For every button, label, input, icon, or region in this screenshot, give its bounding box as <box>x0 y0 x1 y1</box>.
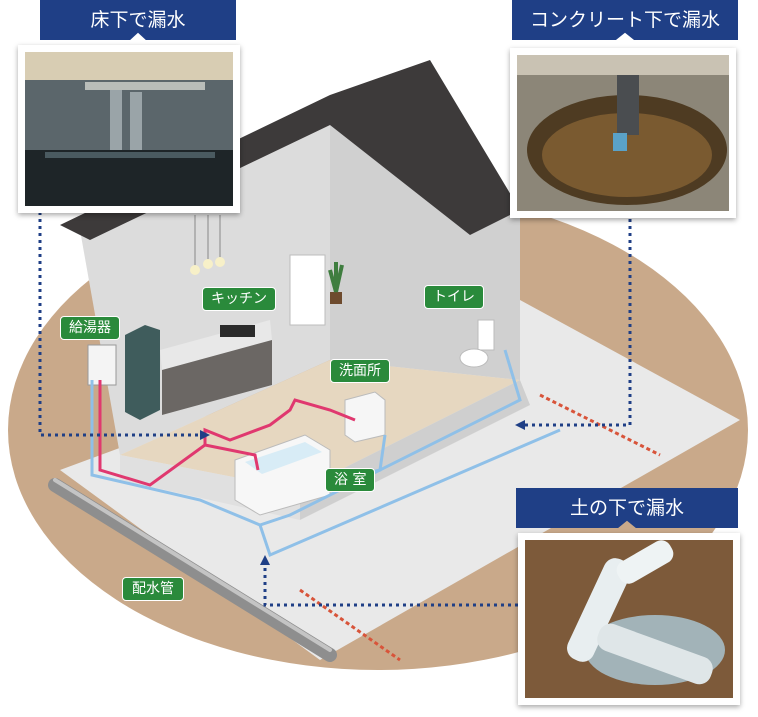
label-washroom: 洗面所 <box>330 359 390 383</box>
photo-concrete-leak <box>510 48 736 218</box>
buried-pipe-leak-photo <box>525 540 733 698</box>
refrigerator <box>125 325 160 420</box>
water-main-pipe <box>48 478 337 662</box>
crawlspace-water-photo <box>25 52 233 206</box>
label-water-main: 配水管 <box>122 577 184 601</box>
hot-water-pipe <box>98 380 356 487</box>
back-wall-right <box>330 110 520 380</box>
cold-water-pipe <box>258 428 561 558</box>
toilet <box>477 319 495 351</box>
callout-title-floor: 床下で漏水 <box>40 0 236 40</box>
label-kitchen: キッチン <box>202 287 276 311</box>
property-line <box>299 588 401 662</box>
leader-line-soil <box>263 565 518 607</box>
label-water-heater: 給湯器 <box>60 316 120 340</box>
photo-soil-leak <box>518 533 740 705</box>
water-heater-unit <box>87 344 117 386</box>
property-line <box>539 393 661 457</box>
hot-water-pipe <box>204 443 260 471</box>
house-floor <box>120 360 520 490</box>
ground-slab <box>60 300 740 660</box>
label-bathroom: 浴 室 <box>325 468 376 492</box>
window <box>289 254 326 326</box>
label-toilet: トイレ <box>424 285 484 309</box>
leader-line-concrete <box>525 212 632 427</box>
broken-concrete-pipe-photo <box>517 55 729 211</box>
photo-floor-leak <box>18 45 240 213</box>
leader-line-floor <box>38 212 200 437</box>
